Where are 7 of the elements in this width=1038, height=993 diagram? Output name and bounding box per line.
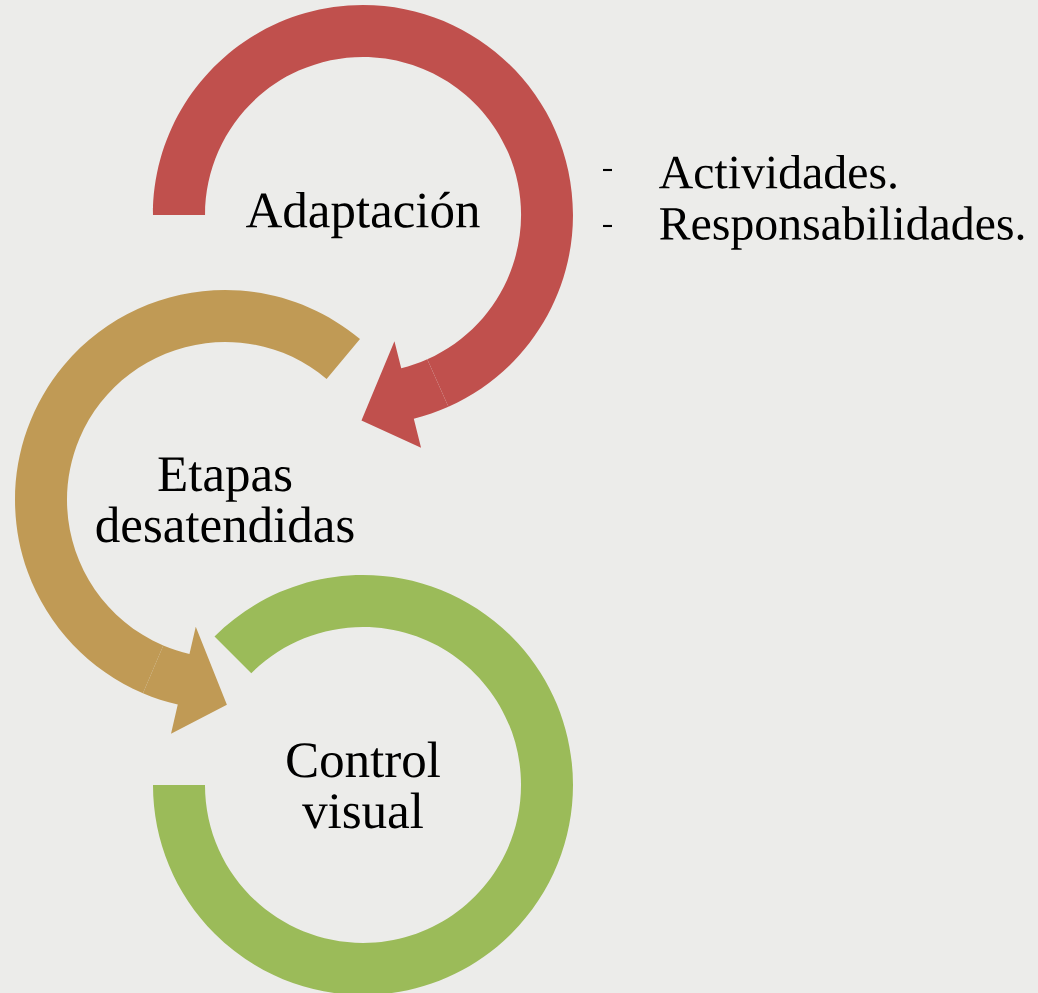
list-item: Responsabilidades. <box>660 206 1024 250</box>
list-item: Actividades. <box>659 155 896 189</box>
arrow <box>361 341 449 448</box>
circular-band: Control visual <box>153 574 573 993</box>
circular-band: Adaptación <box>153 5 573 407</box>
arrow <box>142 626 227 734</box>
circular-band: Etapas desatendidas <box>15 290 360 694</box>
